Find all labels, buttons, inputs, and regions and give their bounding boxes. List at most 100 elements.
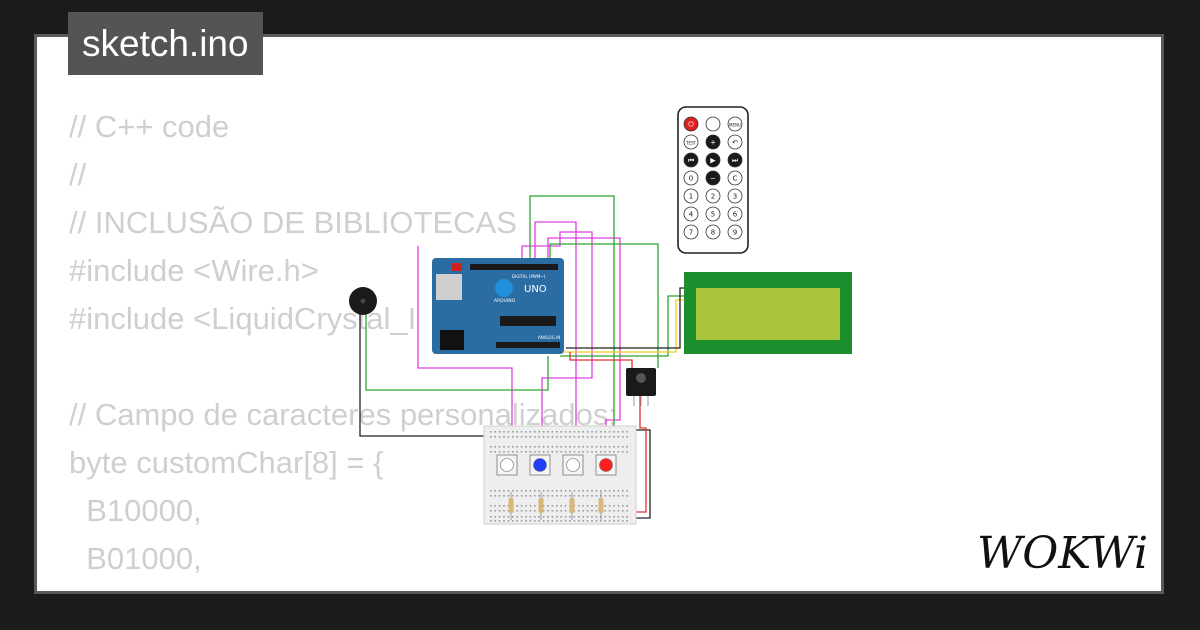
breadboard-hole <box>560 516 562 518</box>
breadboard-hole <box>613 436 615 438</box>
breadboard-hole <box>604 431 606 433</box>
breadboard-hole <box>547 490 549 492</box>
breadboard-hole <box>503 516 505 518</box>
remote-key[interactable]: 7 <box>683 224 699 240</box>
remote-key[interactable]: 0 <box>683 170 699 186</box>
sketch-filename: sketch.ino <box>82 23 249 64</box>
breadboard-hole <box>516 505 518 507</box>
remote-key[interactable]: C <box>727 170 743 186</box>
breadboard-hole <box>551 446 554 448</box>
breadboard-hole <box>542 510 545 512</box>
remote-key[interactable]: 4 <box>683 206 699 222</box>
wire-green-lcd <box>560 295 686 357</box>
remote-key[interactable]: 3 <box>727 188 743 204</box>
breadboard-hole <box>498 431 501 433</box>
arduino-uno-board[interactable]: UNO ARDUINO DIGITAL (PWM~) ANALOG IN <box>432 258 564 354</box>
push-button[interactable] <box>562 454 584 476</box>
breadboard-hole <box>622 495 624 497</box>
remote-key[interactable]: MENU <box>727 116 743 132</box>
remote-key-label: 9 <box>733 229 737 237</box>
breadboard-hole <box>551 431 554 433</box>
remote-key[interactable]: ▶ <box>705 152 721 168</box>
breadboard-hole <box>520 505 523 507</box>
breadboard-hole <box>507 436 510 438</box>
arduino-logo-icon <box>495 279 513 297</box>
remote-key[interactable]: TEST <box>683 134 699 150</box>
breadboard-hole <box>604 505 606 507</box>
remote-key[interactable]: 1 <box>683 188 699 204</box>
breadboard-hole <box>617 495 620 497</box>
remote-key[interactable]: ⏻ <box>683 116 699 132</box>
wire-magenta-lcd <box>547 237 621 448</box>
remote-key-label: 8 <box>711 229 715 237</box>
breadboard-hole <box>591 505 593 507</box>
breadboard-hole <box>591 516 593 518</box>
ir-receiver[interactable] <box>626 368 656 406</box>
remote-key[interactable]: ⏭ <box>727 152 743 168</box>
breadboard-hole <box>556 505 558 507</box>
breadboard-hole <box>564 495 567 497</box>
breadboard-hole <box>600 446 602 448</box>
remote-key[interactable]: − <box>705 170 721 186</box>
breadboard-hole <box>622 451 624 453</box>
breadboard-hole <box>525 490 527 492</box>
breadboard-hole <box>490 520 492 522</box>
breadboard-hole <box>578 490 580 492</box>
code-line: B01000, <box>69 541 202 576</box>
breadboard-hole <box>569 495 571 497</box>
breadboard-hole <box>582 495 584 497</box>
breadboard-hole <box>498 520 501 522</box>
remote-key[interactable]: ⏮ <box>683 152 699 168</box>
breadboard-hole <box>608 451 611 453</box>
push-button[interactable] <box>496 454 518 476</box>
remote-key-label: ⏮ <box>688 157 694 165</box>
breadboard-hole <box>595 451 598 453</box>
breadboard-hole <box>547 446 549 448</box>
breadboard-hole <box>578 495 580 497</box>
breadboard-hole <box>512 495 514 497</box>
remote-key[interactable]: 6 <box>727 206 743 222</box>
breadboard-hole <box>498 516 501 518</box>
wire-black-lcd <box>566 287 686 349</box>
sketch-filename-tab[interactable]: sketch.ino <box>68 12 263 75</box>
breadboard-hole <box>490 490 492 492</box>
remote-key[interactable]: 8 <box>705 224 721 240</box>
remote-key-label: 0 <box>689 175 693 183</box>
breadboard-hole <box>595 436 598 438</box>
lcd-1602-display[interactable] <box>684 272 852 354</box>
reset-button[interactable] <box>452 263 462 271</box>
breadboard-hole <box>542 490 545 492</box>
remote-key[interactable]: ↶ <box>727 134 743 150</box>
breadboard-hole <box>556 520 558 522</box>
breadboard-hole <box>556 451 558 453</box>
remote-key[interactable]: 9 <box>727 224 743 240</box>
remote-key[interactable]: + <box>705 134 721 150</box>
breadboard-hole <box>490 451 492 453</box>
breadboard-hole <box>608 446 611 448</box>
breadboard-hole <box>626 516 628 518</box>
breadboard-hole <box>595 505 598 507</box>
breadboard-hole <box>591 431 593 433</box>
breadboard-hole <box>591 490 593 492</box>
piezo-buzzer[interactable] <box>349 287 377 315</box>
push-button[interactable] <box>595 454 617 476</box>
breadboard-resistors <box>508 492 604 520</box>
breadboard-hole <box>569 446 571 448</box>
remote-key[interactable] <box>705 116 721 132</box>
breadboard-hole <box>626 505 628 507</box>
breadboard-hole <box>560 431 562 433</box>
breadboard-hole <box>560 510 562 512</box>
remote-key[interactable]: 2 <box>705 188 721 204</box>
push-button[interactable] <box>529 454 551 476</box>
arduino-model: UNO <box>524 284 547 295</box>
breadboard-hole <box>534 495 536 497</box>
breadboard-hole <box>538 446 540 448</box>
breadboard-hole <box>551 451 554 453</box>
breadboard-hole <box>617 505 620 507</box>
breadboard-hole <box>494 490 496 492</box>
breadboard-hole <box>622 446 624 448</box>
breadboard-hole <box>529 431 532 433</box>
remote-key[interactable]: 5 <box>705 206 721 222</box>
